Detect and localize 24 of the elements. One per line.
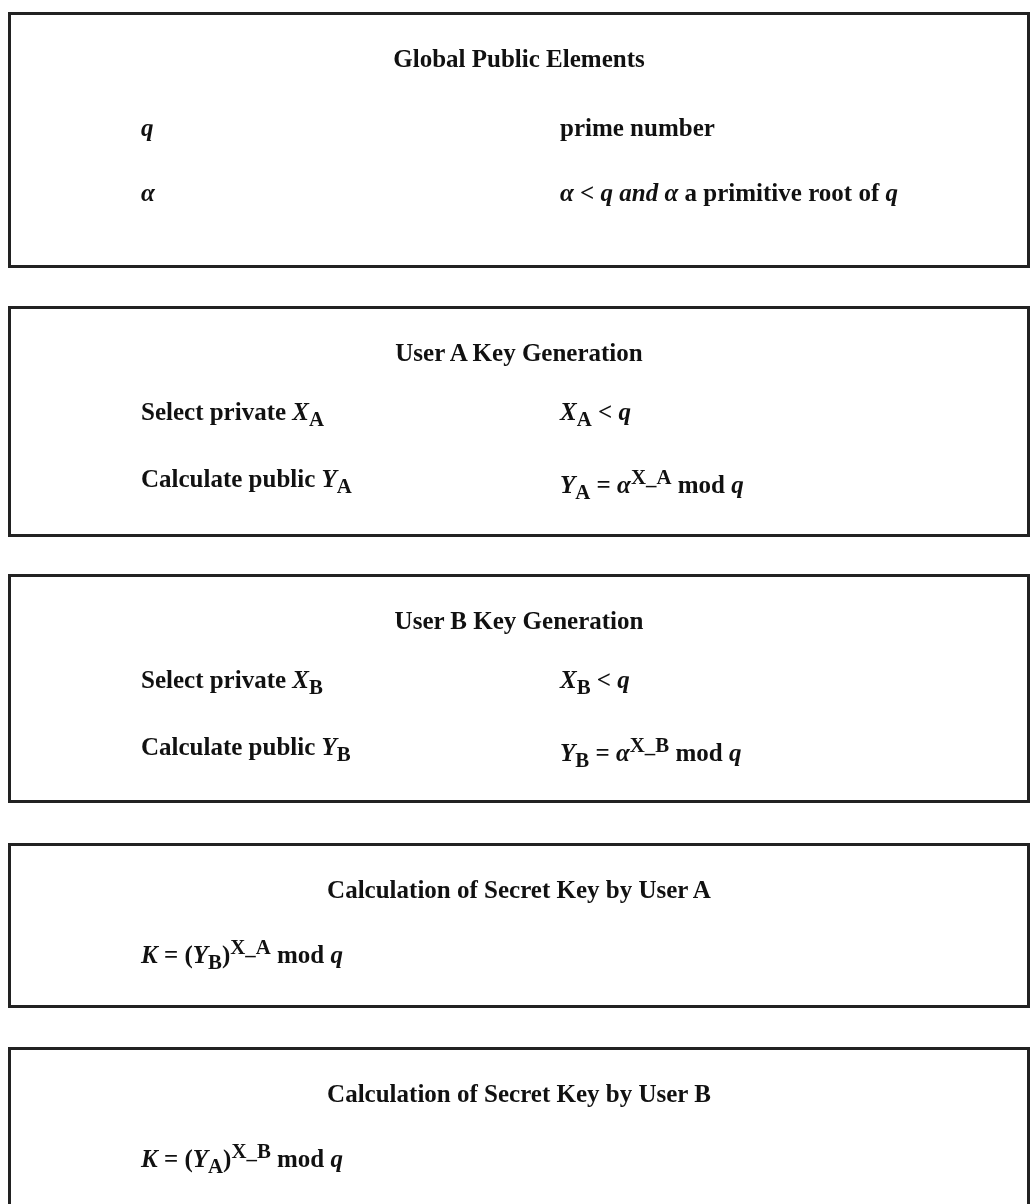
section-heading: User A Key Generation	[395, 339, 643, 367]
section-box	[8, 306, 1030, 537]
definition-text: X$_{B}$ < q	[560, 666, 630, 700]
definition-text: Y$_{B}$ = α$^{X_B}$ mod q	[560, 733, 742, 774]
term-text: Select private X$_{A}$	[141, 398, 325, 432]
section-heading: Calculation of Secret Key by User A	[327, 876, 711, 904]
section-heading: Global Public Elements	[393, 45, 645, 73]
definition-text: Y$_{A}$ = α$^{X_A}$ mod q	[560, 465, 744, 506]
section-box	[8, 843, 1030, 1008]
term-text: Select private X$_{B}$	[141, 666, 323, 700]
term-text: Calculate public Y$_{A}$	[141, 465, 352, 499]
definition-text: prime number	[560, 114, 715, 142]
section-box	[8, 1047, 1030, 1204]
section-box	[8, 12, 1030, 268]
term-text: K = (Y$_{B}$)$^{X_A}$ mod q	[141, 935, 343, 976]
section-heading: Calculation of Secret Key by User B	[327, 1080, 711, 1108]
term-text: K = (Y$_{A}$)$^{X_B}$ mod q	[141, 1139, 343, 1180]
term-text: α	[141, 179, 155, 207]
section-box	[8, 574, 1030, 803]
definition-text: X$_{A}$ < q	[560, 398, 631, 432]
term-text: Calculate public Y$_{B}$	[141, 733, 351, 767]
section-heading: User B Key Generation	[394, 607, 644, 635]
definition-text: α < q and α a primitive root of q	[560, 179, 898, 207]
term-text: q	[141, 114, 154, 142]
